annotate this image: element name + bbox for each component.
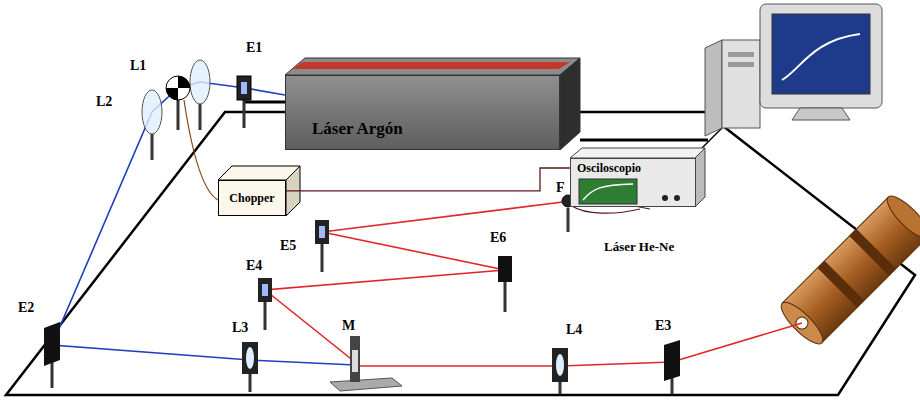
knob xyxy=(674,195,680,201)
component-label: E6 xyxy=(490,230,506,245)
hene-beam-part xyxy=(265,202,802,366)
mirror-e5-part xyxy=(315,220,329,244)
mirror-e6-part xyxy=(498,256,512,282)
photodetector-f-part xyxy=(567,208,570,232)
mirror-e4-part xyxy=(264,302,267,330)
computer-part xyxy=(728,62,754,67)
lens-l2-part xyxy=(151,134,154,160)
lens-l4-part xyxy=(559,380,562,394)
hene-laser-tube-part xyxy=(818,261,865,308)
lens-l4-part xyxy=(556,354,564,376)
laser-box: Láser Argón xyxy=(285,75,560,150)
oscilloscope-box: Osciloscopio xyxy=(570,158,696,207)
mirror-e4-part xyxy=(258,278,272,302)
component-label: L4 xyxy=(566,322,582,337)
lens-l3-part xyxy=(246,347,254,369)
lens-l4-part xyxy=(552,348,568,382)
mirror-e5-part xyxy=(321,244,324,272)
hene-laser-tube-part xyxy=(849,229,896,276)
hene-beam xyxy=(265,202,802,366)
argon-laser-body-part xyxy=(285,58,580,75)
oscilloscope-screen xyxy=(577,178,689,206)
argon-laser-body xyxy=(285,58,580,150)
computer-part xyxy=(782,34,860,80)
mirror-e2-part xyxy=(44,322,60,366)
component-label: M xyxy=(342,318,355,333)
component-label: L3 xyxy=(232,320,248,335)
component-label: E1 xyxy=(246,40,262,55)
sample-m xyxy=(330,336,402,391)
mirror-e1-part xyxy=(243,100,246,128)
sample-m-part xyxy=(330,378,402,391)
sample-m-part xyxy=(352,350,358,372)
lens-l3-part xyxy=(242,342,258,374)
lens-l1 xyxy=(190,60,210,130)
computer-part xyxy=(728,52,754,57)
trace xyxy=(583,184,633,200)
mirror-e6 xyxy=(498,256,512,312)
cable-part xyxy=(245,101,285,104)
computer-part xyxy=(760,4,882,108)
mirror-e1-part xyxy=(241,82,247,94)
chopper-box: Chopper xyxy=(218,180,286,216)
computer-part xyxy=(705,40,722,136)
chopper-wheel-part xyxy=(166,76,190,100)
component-label: L1 xyxy=(130,58,146,73)
computer-part xyxy=(792,108,850,120)
computer-part xyxy=(772,14,870,94)
knob xyxy=(662,195,668,201)
node-label: Láser Argón xyxy=(312,119,403,139)
mirror-e4-part xyxy=(262,284,268,296)
hene-laser-tube-part xyxy=(882,191,920,243)
lens-l1-part xyxy=(199,104,202,130)
component-label: F xyxy=(556,180,565,195)
oscilloscope-3d-part xyxy=(695,148,705,207)
component-label: E3 xyxy=(655,318,671,333)
mirror-e1-part xyxy=(237,76,251,100)
oscilloscope-3d xyxy=(570,148,705,207)
mirror-e3-part xyxy=(664,340,680,381)
component-label: L2 xyxy=(96,94,112,109)
lens-l1-part xyxy=(190,60,210,104)
argon-laser-body-part xyxy=(292,62,570,69)
lens-l2-part xyxy=(142,90,162,134)
component-label: E5 xyxy=(280,238,296,253)
argon-laser-body-part xyxy=(560,58,580,150)
computer xyxy=(705,4,882,136)
chopper-wheel xyxy=(166,76,190,130)
chopper-wheel-part xyxy=(166,76,190,100)
mirror-e3 xyxy=(664,340,680,394)
lens-l2 xyxy=(142,90,162,160)
sample-m-part xyxy=(350,336,360,382)
lens-l3 xyxy=(242,342,258,392)
cable-part xyxy=(580,139,708,142)
node-label: Chopper xyxy=(229,191,274,206)
component-label: E2 xyxy=(18,300,34,315)
mirror-e2 xyxy=(44,322,60,388)
component-label: E4 xyxy=(246,258,262,273)
node-label: Osciloscopio xyxy=(577,161,689,176)
mirror-e5 xyxy=(315,220,329,272)
computer-part xyxy=(722,40,760,128)
mirror-e6-part xyxy=(504,282,507,312)
lens-l3-part xyxy=(249,372,252,392)
mirror-e2-part xyxy=(51,360,54,388)
cable-part xyxy=(184,100,218,200)
cable-part xyxy=(572,206,640,213)
mirror-e1 xyxy=(237,76,251,128)
device-label: Láser He-Ne xyxy=(604,240,674,254)
mirror-e5-part xyxy=(319,226,325,238)
signal-wire xyxy=(286,168,570,191)
mirror-e4 xyxy=(258,278,272,330)
lens-l4 xyxy=(552,348,568,394)
chopper-wheel-part xyxy=(177,100,180,130)
hene-laser-tube xyxy=(776,191,920,349)
oscilloscope-3d-part xyxy=(570,148,705,158)
screen xyxy=(579,179,637,204)
